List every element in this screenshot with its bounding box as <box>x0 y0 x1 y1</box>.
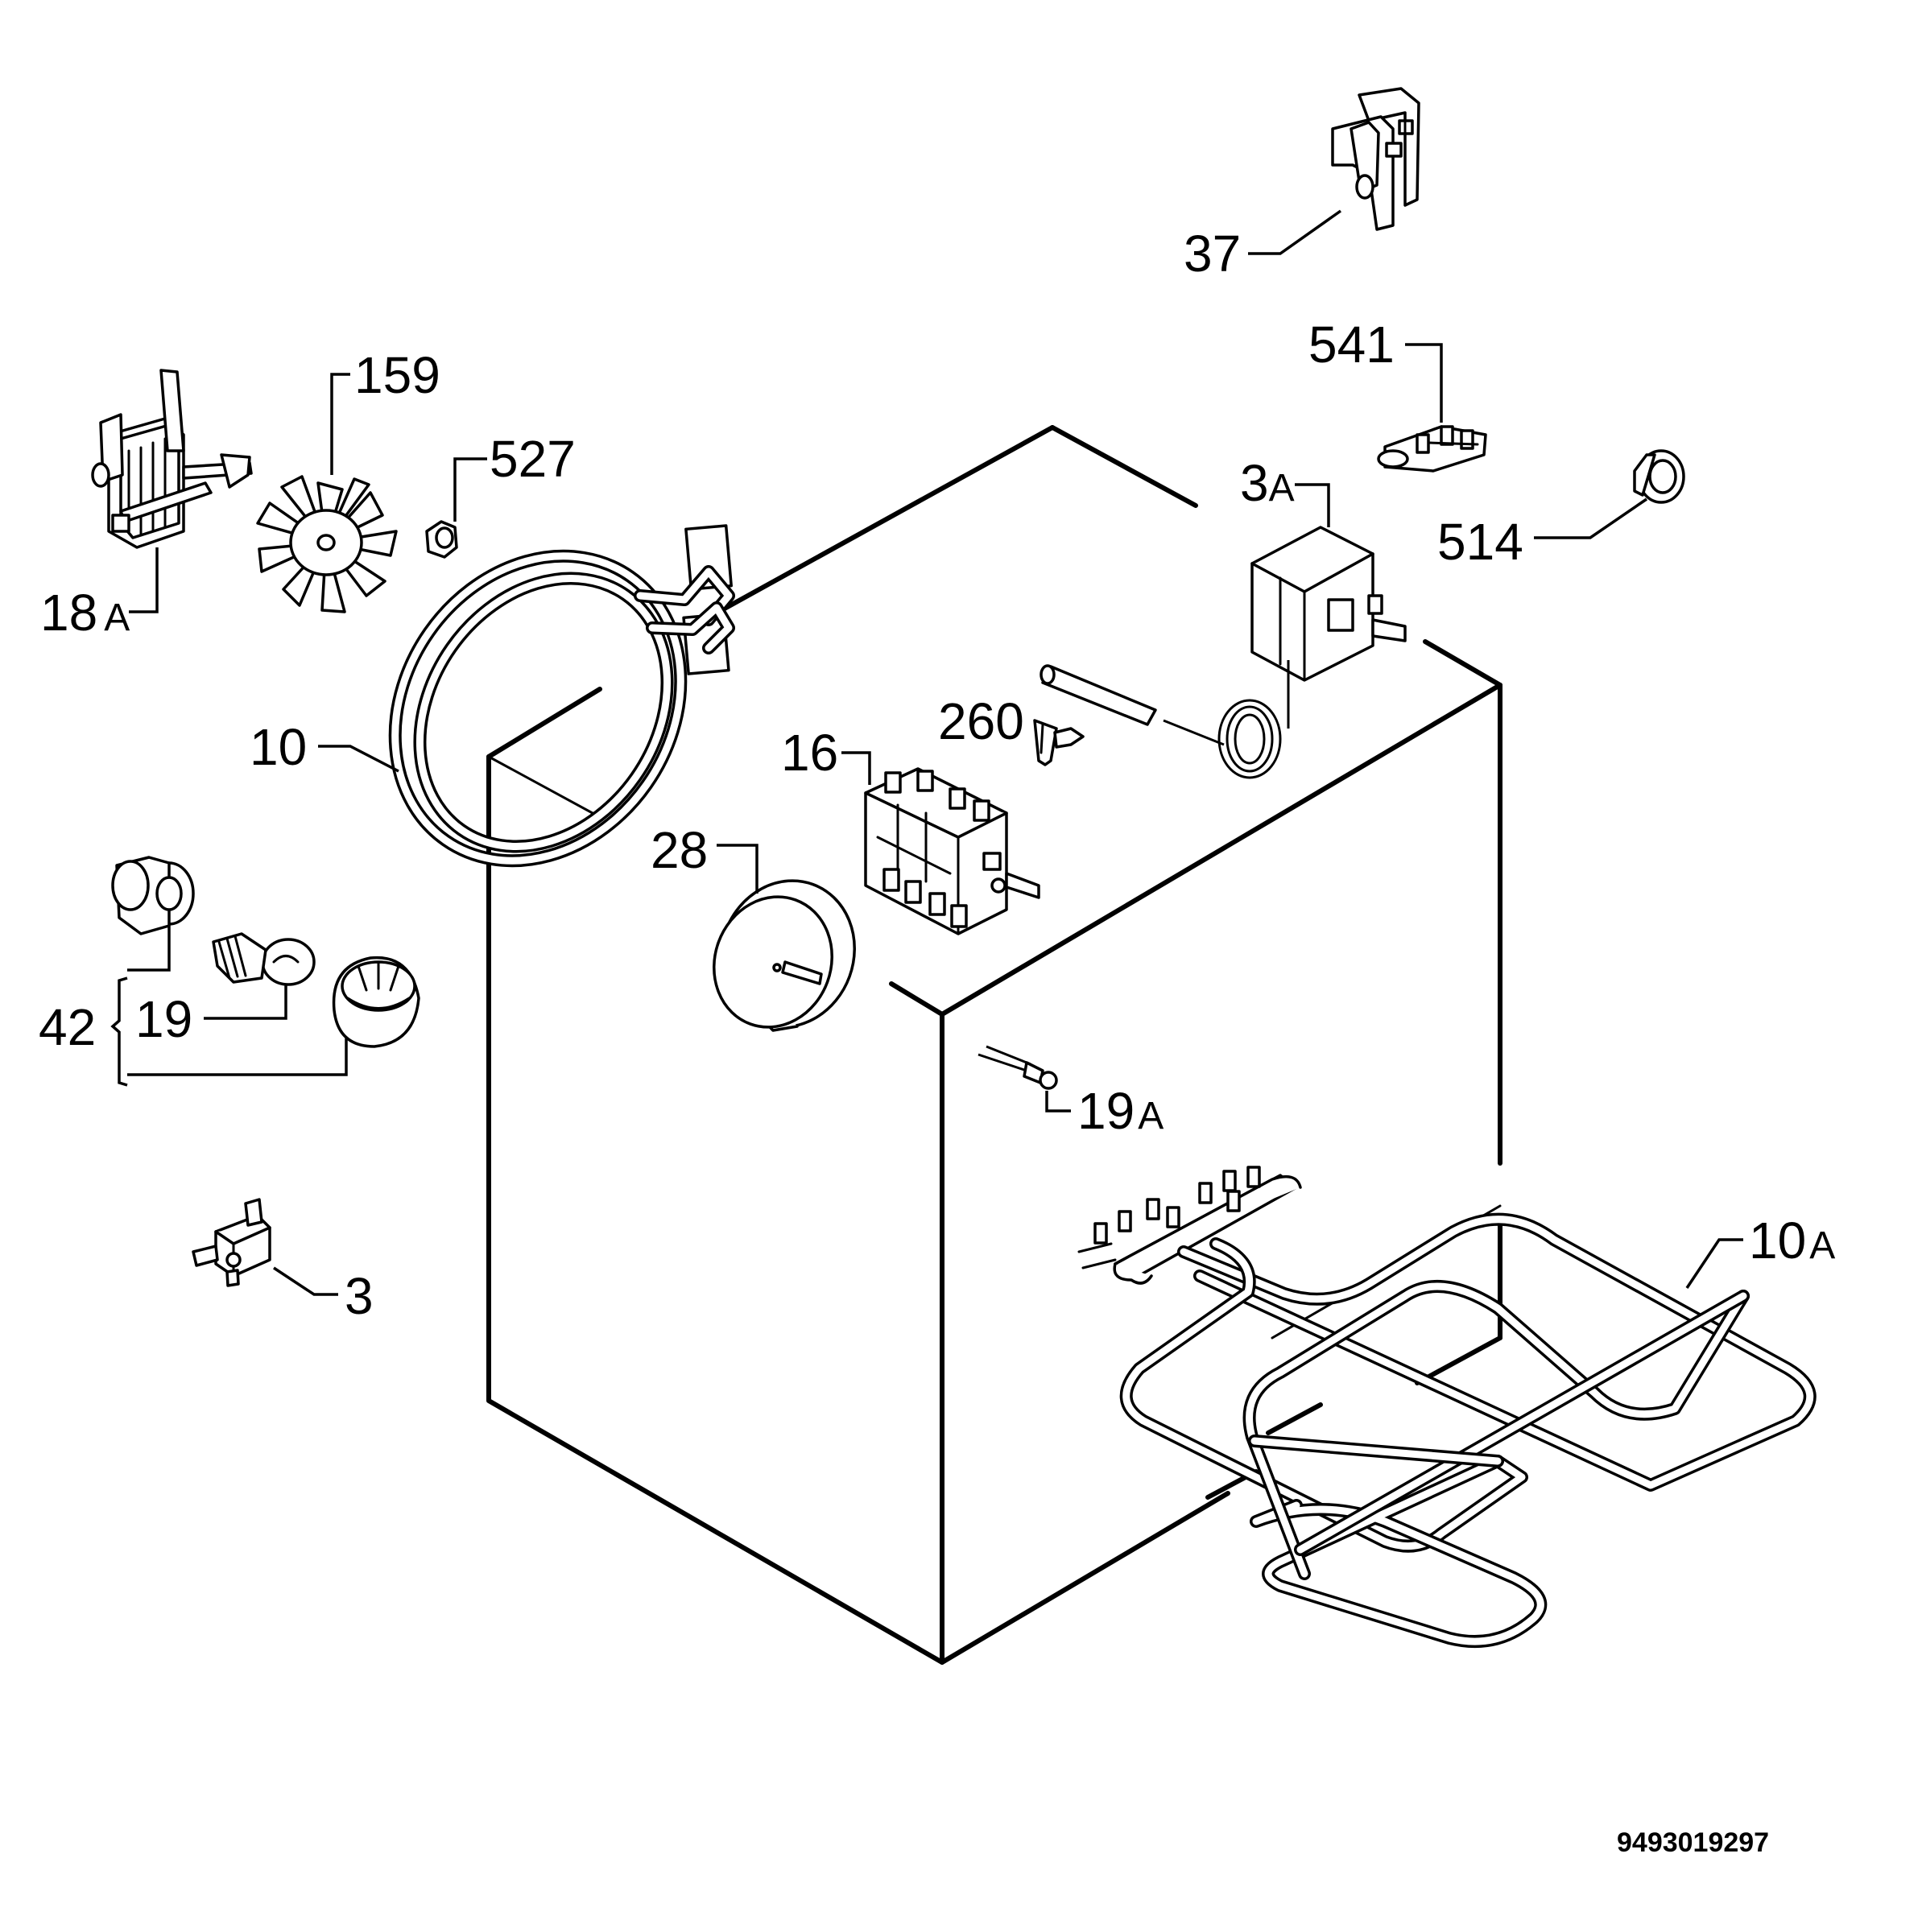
label-10: 10 <box>250 718 307 776</box>
circular-heating-element-part-10 <box>388 524 735 868</box>
door-switch-part-37 <box>1331 87 1420 231</box>
leader-527 <box>453 457 487 522</box>
grommet-part-514 <box>1633 449 1685 504</box>
leader-3 <box>273 1266 338 1296</box>
lamp-cover-part-42 <box>332 956 420 1048</box>
leader-10 <box>318 745 399 773</box>
connector-part-260 <box>1033 719 1085 766</box>
leader-28 <box>717 844 758 894</box>
leader-3a <box>1295 483 1330 527</box>
fan-motor-part-18a <box>91 369 253 549</box>
grill-heating-element-part-10a <box>1077 1166 1817 1649</box>
selector-switch-part-16 <box>864 767 1040 935</box>
nut-part-527 <box>425 520 458 559</box>
leader-42-cover <box>127 1038 348 1076</box>
leader-37 <box>1248 209 1342 255</box>
leader-18a <box>129 547 159 613</box>
label-541: 541 <box>1308 316 1395 374</box>
leader-42-holder <box>127 926 171 972</box>
label-10a: 10A <box>1749 1212 1835 1269</box>
bracket-42 <box>110 976 128 1087</box>
label-42: 42 <box>39 998 96 1056</box>
lamp-holder-part-42 <box>111 856 195 935</box>
label-19: 19 <box>135 990 192 1048</box>
label-527: 527 <box>490 430 576 488</box>
terminal-block-part-541 <box>1377 425 1487 473</box>
leader-10a <box>1685 1238 1743 1289</box>
label-37: 37 <box>1184 225 1241 283</box>
document-number: 9493019297 <box>1617 1827 1769 1858</box>
fan-blade-part-159 <box>256 475 398 613</box>
label-514: 514 <box>1437 513 1523 571</box>
label-159: 159 <box>354 346 440 404</box>
connector-part-19a <box>978 1045 1058 1090</box>
timer-part-28 <box>713 879 856 1032</box>
label-16: 16 <box>781 724 838 782</box>
label-3a: 3A <box>1240 454 1295 512</box>
label-260: 260 <box>938 692 1024 750</box>
leader-19a <box>1045 1091 1071 1113</box>
label-3: 3 <box>345 1267 374 1325</box>
leader-16 <box>841 751 871 785</box>
leader-19 <box>204 984 287 1020</box>
thermal-cutout-part-3 <box>192 1198 271 1287</box>
lamp-bulb-part-19 <box>212 932 316 986</box>
label-28: 28 <box>651 821 708 879</box>
thermostat-part-3a <box>1040 526 1407 779</box>
leader-159 <box>330 373 350 475</box>
leader-514 <box>1534 497 1647 539</box>
label-19a: 19A <box>1077 1082 1164 1140</box>
leader-541 <box>1405 343 1443 423</box>
